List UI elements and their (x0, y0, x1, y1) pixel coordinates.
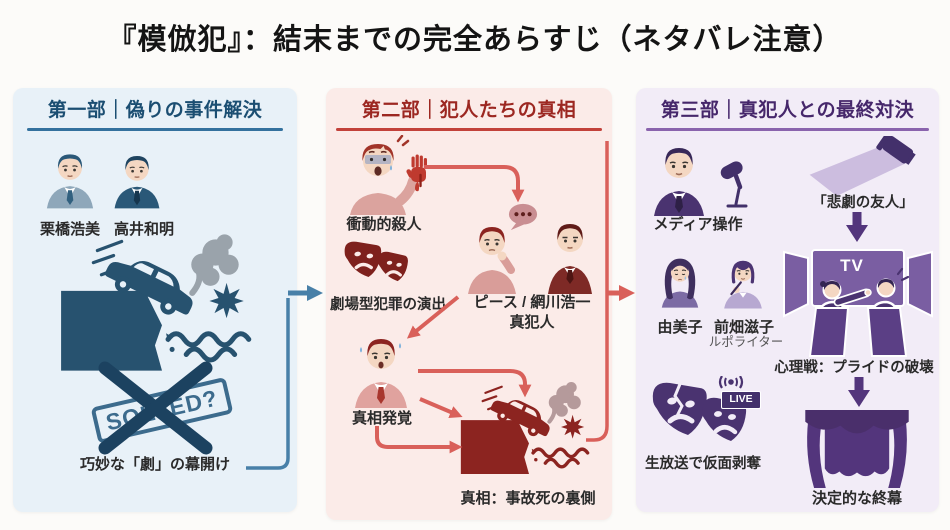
cracked-masks-live-icon: LIVE (646, 376, 761, 456)
two-men-peace-amikawa-icon (462, 206, 602, 294)
sweating-man-icon (348, 328, 414, 408)
label-murder: 衝動的殺人 (346, 216, 422, 233)
label-yumiko: 由美子 (657, 319, 703, 336)
label-maehata: 前畑滋子 (713, 319, 774, 336)
panicked-man-bloody-hand-icon (334, 135, 436, 215)
crying-woman-yumiko-icon (652, 246, 708, 318)
label-reporter: ルポライター (708, 335, 784, 349)
businessman-takai-icon (105, 142, 169, 214)
label-friend: 「悲劇の友人」 (812, 195, 914, 211)
speech-bubble-icon (506, 202, 540, 232)
reporter-woman-maehata-icon (714, 246, 772, 318)
cross-x-icon (98, 361, 213, 455)
part2-divider (336, 128, 602, 131)
down-arrow-icon (848, 377, 870, 407)
part3-header: 第三部｜真犯人との最終対決 (660, 100, 915, 121)
car-cliff-icon (51, 234, 273, 371)
panel-part3: 第三部｜真犯人との最終対決 メディア操作 (636, 88, 939, 512)
tv-screen-label: TV (840, 256, 864, 275)
label-finale: 決定的な終幕 (811, 490, 902, 507)
down-arrow-icon (846, 212, 868, 242)
tv-debate-icon: TV (782, 246, 934, 358)
live-badge: LIVE (721, 391, 761, 409)
label-unmask: 生放送で仮面剥奪 (645, 456, 761, 472)
panel-part1: 第一部｜偽りの事件解決 (13, 88, 297, 512)
part1-caption: 巧妙な「劇」の幕開け (79, 456, 230, 473)
solved-stamp-icon: SOLVED? (83, 361, 234, 461)
page-title: 『模倣犯』：結末までの完全あらすじ（ネタバレ注意） (107, 24, 843, 56)
label-truth: 真相：事故死の裏側 (460, 490, 596, 507)
part2-header: 第二部｜犯人たちの真相 (361, 100, 577, 121)
car-cliff-red-icon (454, 382, 604, 474)
label-media: メディア操作 (653, 216, 743, 233)
label-psych: 心理戦：プライドの破壊 (774, 360, 934, 376)
theater-masks-icon (340, 237, 416, 291)
panel-part2: 第二部｜犯人たちの真相 (326, 88, 612, 520)
part1-header: 第一部｜偽りの事件解決 (47, 100, 263, 121)
label-theater: 劇場型犯罪の演出 (330, 297, 446, 313)
label-kurihashi: 栗橋浩美 (39, 221, 100, 238)
part3-divider (646, 128, 929, 131)
spotlight-icon (796, 136, 922, 196)
label-reveal: 真相発覚 (351, 410, 412, 427)
label-culprit-line2: 真犯人 (509, 314, 555, 331)
label-takai: 高井和明 (113, 221, 174, 238)
businessman-kurihashi-icon (37, 140, 103, 214)
man-with-microphone-icon (648, 138, 758, 216)
label-culprit-line1: ピース / 網川浩一 (473, 294, 591, 311)
curtain-icon (804, 410, 910, 490)
part1-divider (27, 128, 283, 131)
